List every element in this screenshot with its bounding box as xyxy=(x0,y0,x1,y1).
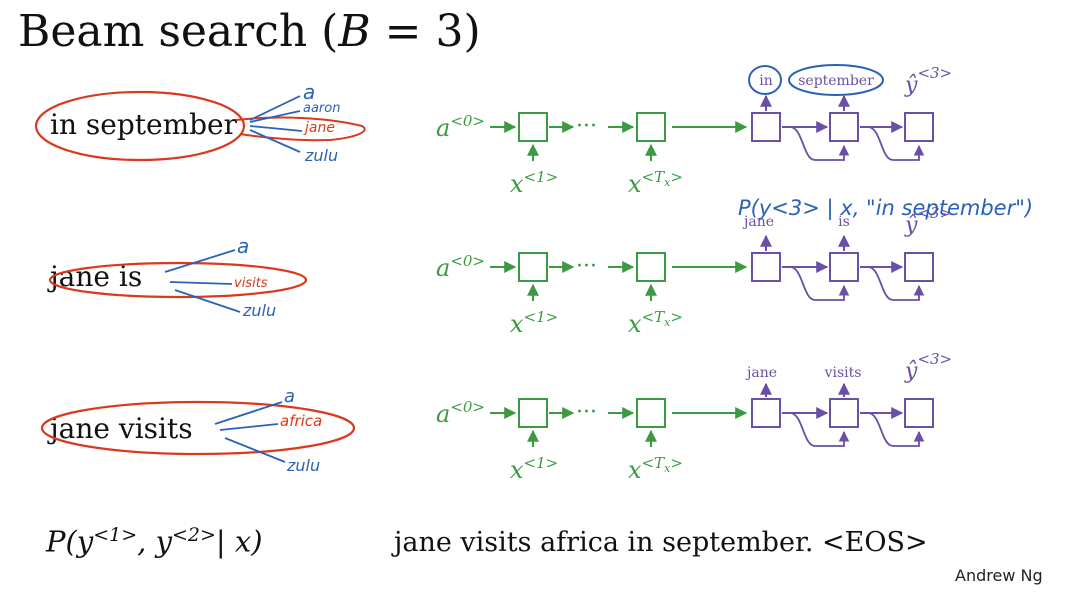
joint-probability-formula: P(y<1>, y<2>| x) xyxy=(46,524,263,559)
y-hat-label: ŷ<3> xyxy=(904,64,952,98)
candidate-word-selected: jane xyxy=(305,120,335,136)
svg-text:a<0>: a<0> xyxy=(436,252,485,282)
selected-word-circle xyxy=(748,65,782,95)
network-row-3: a<0> ··· x<1> x<Tx> jane visits ŷ<3> xyxy=(436,350,952,484)
ellipsis: ··· xyxy=(576,114,597,139)
candidate-word: a xyxy=(237,234,250,258)
candidate-word: a xyxy=(303,80,316,104)
network-row-2: a<0> ··· x<1> x<Tx> jane is ŷ<3> xyxy=(436,204,952,338)
decoder-word: jane xyxy=(745,365,777,381)
encoder-cell xyxy=(518,112,548,142)
candidate-branches xyxy=(164,95,303,463)
candidate-word-selected: africa xyxy=(280,412,323,430)
svg-text:x<Tx>: x<Tx> xyxy=(628,454,683,484)
candidate-word: zulu xyxy=(305,146,339,165)
svg-text:x<1>: x<1> xyxy=(510,454,558,484)
decoder-word: is xyxy=(838,214,850,230)
candidate-word: aaron xyxy=(303,101,341,116)
encoder-cell xyxy=(636,112,666,142)
beam-phrase-3: jane visits xyxy=(50,412,193,445)
decoder-word: september xyxy=(798,73,874,89)
probability-annotation: P(y<3> | x, "in september") xyxy=(738,196,1033,221)
candidate-selection-loop xyxy=(235,116,366,142)
candidate-word-selected: visits xyxy=(234,276,268,291)
svg-text:x<1>: x<1> xyxy=(510,308,558,338)
y-hat-label: ŷ<3> xyxy=(904,350,952,384)
decoder-cell xyxy=(829,398,859,428)
candidate-word: a xyxy=(284,386,296,407)
beam-phrase-1: in september xyxy=(50,108,238,141)
decoder-cell xyxy=(829,112,859,142)
x1-label: x<1> xyxy=(510,168,558,198)
encoder-cell xyxy=(518,252,548,282)
candidate-word: zulu xyxy=(287,456,321,475)
svg-text:x<Tx>: x<Tx> xyxy=(628,308,683,338)
slide-title: Beam search (B = 3) xyxy=(18,6,481,57)
encoder-cell xyxy=(636,252,666,282)
beam-selection-ellipse xyxy=(34,90,246,162)
decoder-cell xyxy=(904,112,934,142)
decoder-word: jane xyxy=(742,214,774,230)
xT-label: x<Tx> xyxy=(628,168,683,198)
svg-text:···: ··· xyxy=(576,400,597,425)
network-row-1: a<0> ··· x<1> x<Tx> in september xyxy=(436,64,952,198)
svg-text:a<0>: a<0> xyxy=(436,398,485,428)
candidate-word: zulu xyxy=(243,301,277,320)
encoder-cell xyxy=(636,398,666,428)
decoder-word: in xyxy=(759,73,773,89)
decoder-word: visits xyxy=(824,365,862,381)
a0-label: a<0> xyxy=(436,112,485,142)
encoder-cell xyxy=(518,398,548,428)
decoder-cell xyxy=(904,398,934,428)
selected-word-circle xyxy=(788,64,884,96)
output-sentence: jane visits africa in september. <EOS> xyxy=(394,527,928,558)
decoder-cell xyxy=(751,398,781,428)
decoder-cell xyxy=(751,252,781,282)
y-hat-label: ŷ<3> xyxy=(904,204,952,238)
decoder-cell xyxy=(751,112,781,142)
decoder-cell xyxy=(904,252,934,282)
decoder-cell xyxy=(829,252,859,282)
beam-selection-ellipse xyxy=(48,261,308,299)
svg-text:···: ··· xyxy=(576,254,597,279)
beam-selection-ellipse xyxy=(40,400,356,456)
author-credit: Andrew Ng xyxy=(955,566,1043,585)
